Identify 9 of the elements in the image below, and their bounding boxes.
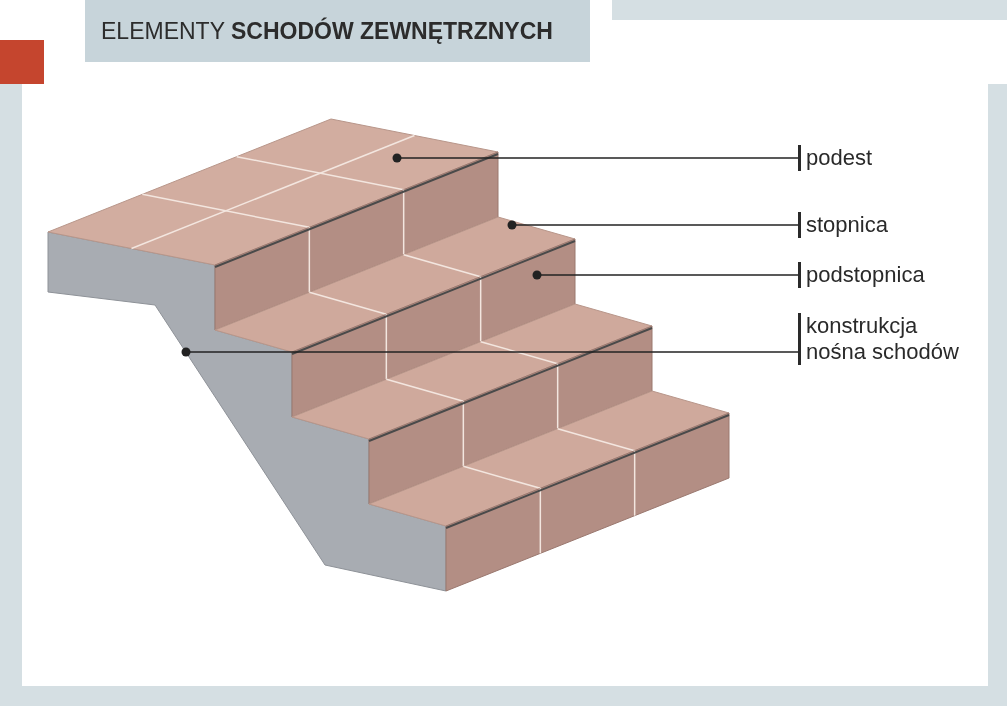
title: ELEMENTY SCHODÓW ZEWNĘTRZNYCH: [85, 0, 590, 62]
leader-line: [507, 220, 799, 230]
leader-line: [181, 347, 799, 357]
leader-line: [532, 270, 799, 280]
part-label: stopnica: [798, 212, 981, 238]
part-label: podstopnica: [798, 262, 981, 288]
leader-line: [392, 153, 799, 163]
part-label: konstrukcja nośna schodów: [798, 313, 981, 365]
part-label: podest: [798, 145, 981, 171]
